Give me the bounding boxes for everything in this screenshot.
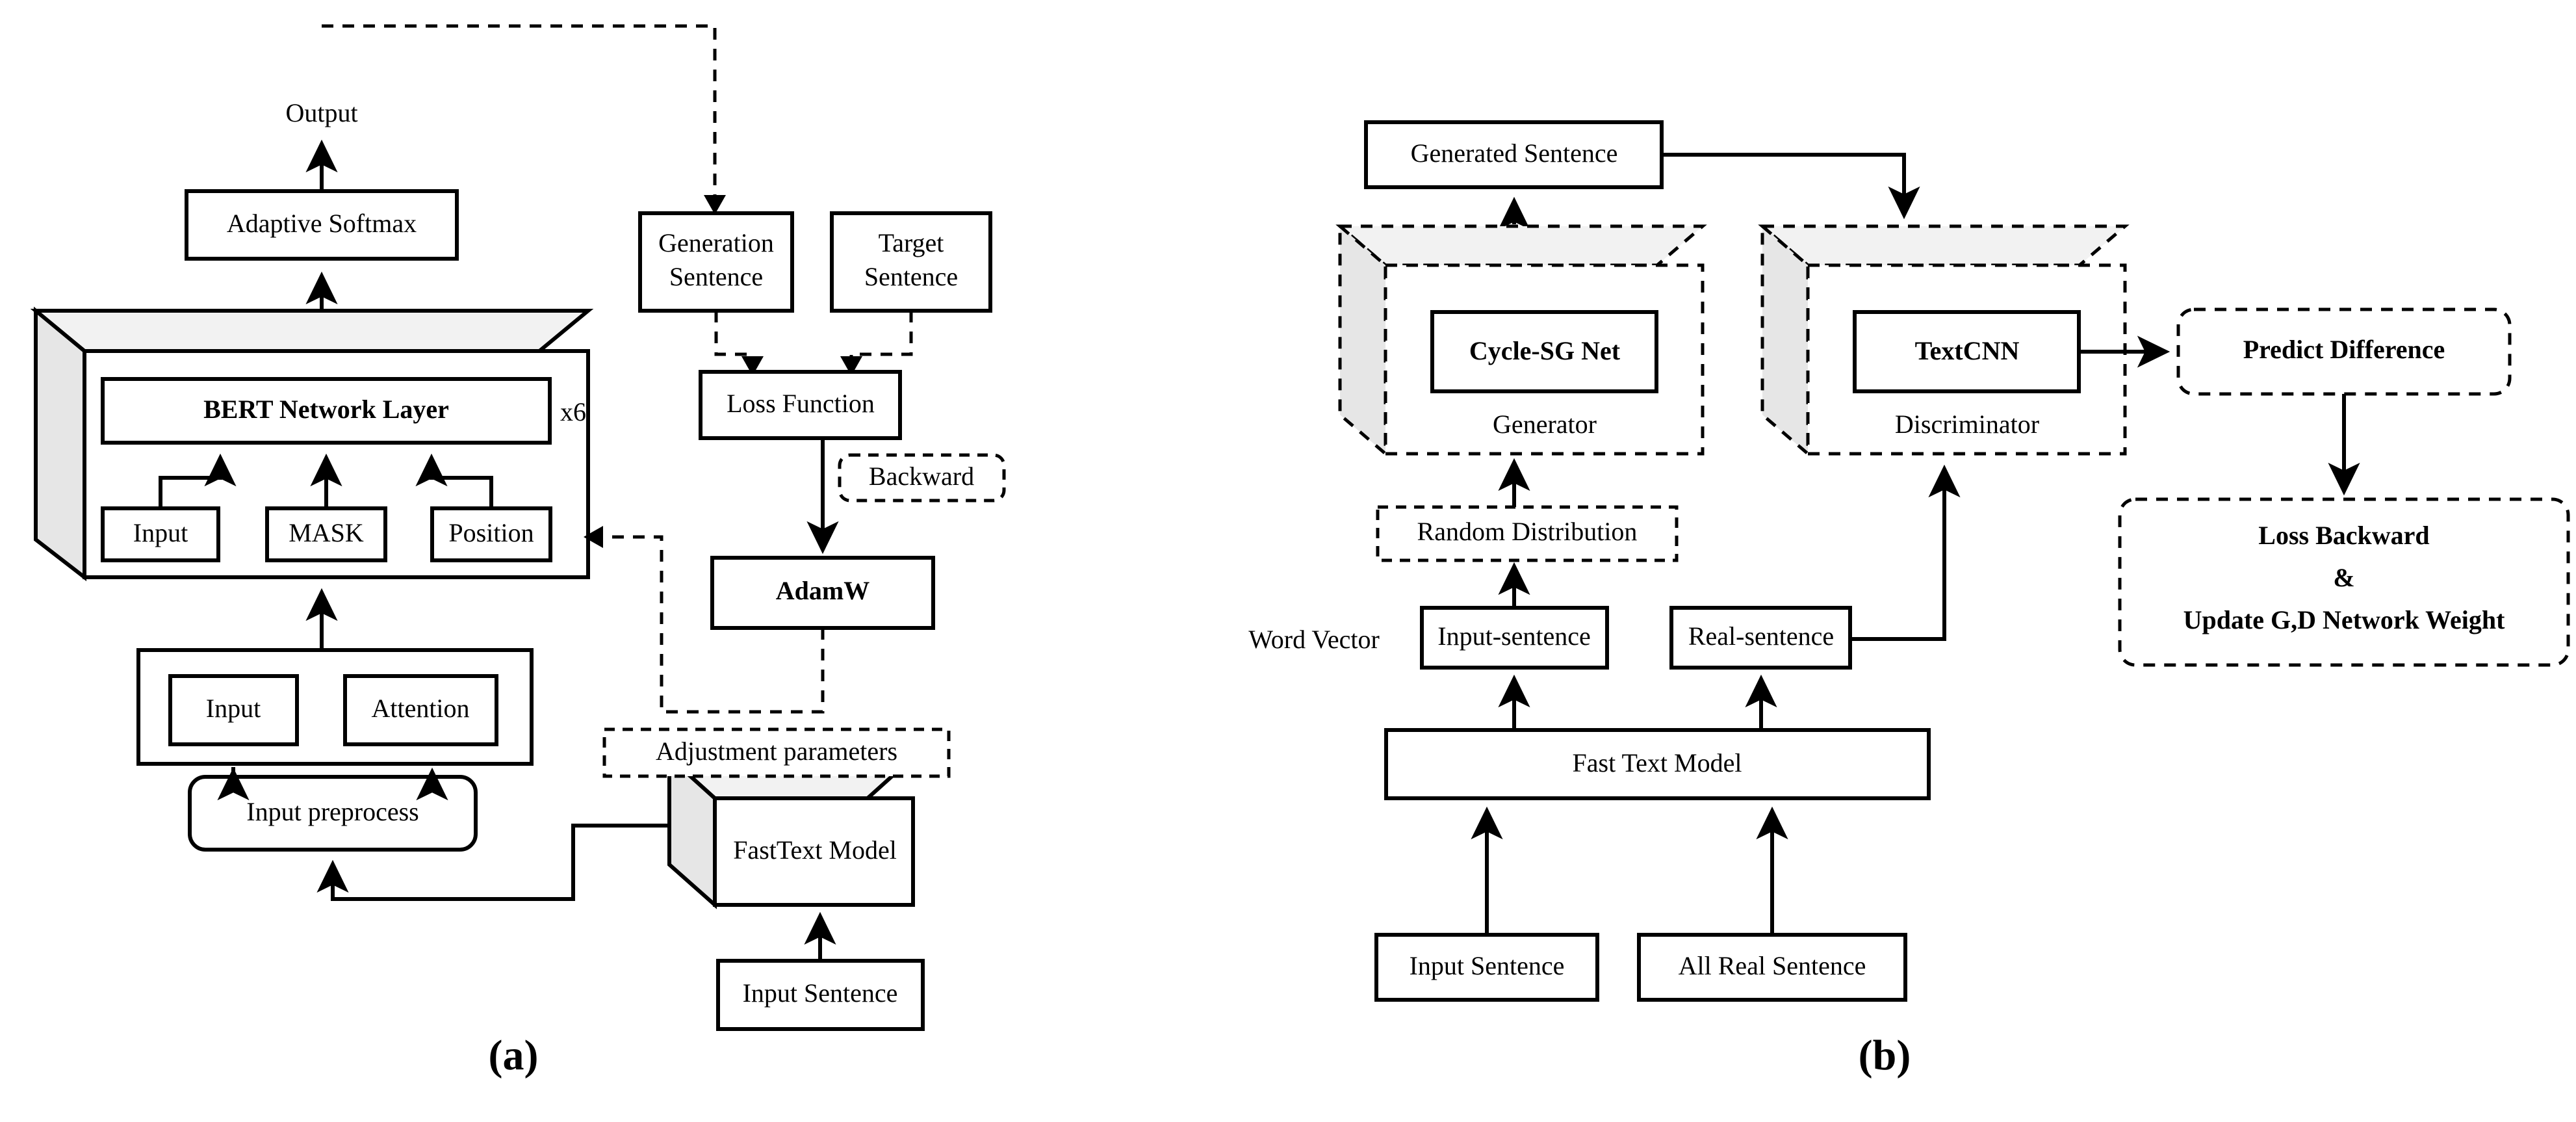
box-fast-text-model[interactable]: [1384, 728, 1931, 800]
box-bert-network-layer[interactable]: [101, 377, 552, 445]
label-backward: Backward: [869, 462, 974, 491]
label-bert-network-layer: BERT Network Layer: [203, 395, 449, 424]
edge-position-to-bert: [415, 453, 493, 508]
box-input-sentence-vector[interactable]: [1420, 606, 1609, 670]
label-bert-position: Position: [448, 518, 534, 547]
edge-real-sentence-to-discriminator: [1850, 464, 1961, 641]
label-cycle-sg-net: Cycle-SG Net: [1469, 336, 1621, 365]
label-word-vector: Word Vector: [1248, 625, 1380, 654]
edge-generated-to-discriminator: [1662, 153, 1920, 220]
caption-a: (a): [489, 1032, 539, 1079]
box-adjustment-parameters[interactable]: [602, 727, 951, 778]
label-output: Output: [285, 98, 357, 127]
bert-3d-top-face: [30, 309, 594, 353]
box-loss-backward[interactable]: [2118, 497, 2570, 667]
label-input-sentence-b: Input Sentence: [1410, 951, 1565, 980]
generator-3d-top-face: [1335, 224, 1707, 267]
label-adaptive-softmax: Adaptive Softmax: [227, 209, 417, 238]
label-bert-input: Input: [133, 518, 188, 547]
box-generation-sentence[interactable]: [638, 211, 794, 313]
label-repeat-count: x6: [560, 397, 586, 426]
box-input-sentence-a[interactable]: [716, 959, 925, 1031]
label-predict-difference: Predict Difference: [2243, 335, 2445, 364]
box-backward[interactable]: [838, 453, 1006, 502]
edge-input-to-bert: [159, 453, 237, 508]
box-bert-input[interactable]: [101, 506, 220, 562]
box-bert-mask[interactable]: [265, 506, 387, 562]
label-real-sentence-vector: Real-sentence: [1688, 621, 1834, 651]
label-all-real-sentence: All Real Sentence: [1679, 951, 1866, 980]
box-adaptive-softmax[interactable]: [185, 189, 459, 261]
box-cycle-sg-net[interactable]: [1430, 310, 1658, 393]
label-input-sentence-vector: Input-sentence: [1437, 621, 1590, 651]
edge-top-feedback-dashed: [322, 24, 717, 207]
edge-adamw-feedback-arrowhead: [584, 526, 603, 548]
box-pre-attention[interactable]: [343, 674, 498, 746]
box-pre-input[interactable]: [168, 674, 299, 746]
generator-3d-left-face: [1338, 222, 1387, 458]
label-pre-attention: Attention: [371, 694, 469, 723]
bert-3d-left-face: [34, 306, 86, 582]
label-loss-backward-line1: Loss Backward: [2258, 521, 2429, 550]
box-loss-function[interactable]: [699, 370, 902, 440]
label-generated-sentence: Generated Sentence: [1411, 138, 1618, 168]
box-all-real-sentence[interactable]: [1637, 933, 1907, 1002]
diagram-b: Generated Sentence Cycle-SG Net Generato…: [1248, 120, 2570, 1079]
label-input-preprocess: Input preprocess: [246, 797, 419, 826]
label-random-distribution: Random Distribution: [1417, 517, 1638, 546]
label-discriminator: Discriminator: [1895, 410, 2039, 439]
box-bert-position[interactable]: [430, 506, 552, 562]
discriminator-3d-top-face: [1758, 224, 2130, 267]
label-generation-sentence-line1: Generation: [658, 228, 774, 257]
edge-adamw-feedback-dashed: [606, 535, 825, 714]
box-adamw[interactable]: [710, 556, 935, 630]
label-fast-text-model: Fast Text Model: [1573, 748, 1742, 777]
label-loss-backward-line3: Update G,D Network Weight: [2183, 605, 2505, 634]
label-adamw: AdamW: [776, 576, 869, 605]
box-input-preprocess[interactable]: [188, 775, 478, 852]
diagram-a: Output Adaptive Softmax BERT Network Lay…: [30, 24, 1006, 1079]
label-generator: Generator: [1493, 410, 1597, 439]
label-bert-mask: MASK: [289, 518, 364, 547]
label-loss-backward-line2: &: [2333, 563, 2354, 592]
edge-generation-to-loss-arrowhead: [741, 356, 764, 376]
fasttext-3d-front-face[interactable]: [713, 796, 915, 907]
label-generation-sentence-line2: Sentence: [669, 262, 763, 291]
label-adjustment-parameters: Adjustment parameters: [656, 737, 897, 766]
caption-b: (b): [1859, 1032, 1911, 1079]
box-textcnn[interactable]: [1853, 310, 2081, 393]
edge-top-feedback-arrowhead: [704, 195, 726, 215]
edge-target-to-loss-arrowhead: [840, 356, 862, 376]
label-fasttext-model: FastText Model: [733, 835, 897, 865]
box-input-sentence-b[interactable]: [1374, 933, 1599, 1002]
discriminator-3d-left-face: [1760, 222, 1810, 458]
box-real-sentence-vector[interactable]: [1669, 606, 1852, 670]
label-target-sentence-line2: Sentence: [864, 262, 958, 291]
label-pre-input: Input: [206, 694, 261, 723]
label-input-sentence-a: Input Sentence: [743, 978, 898, 1008]
label-textcnn: TextCNN: [1915, 336, 2020, 365]
box-random-distribution[interactable]: [1376, 505, 1679, 562]
edge-fasttext-to-input-preprocess: [316, 824, 669, 901]
label-loss-function: Loss Function: [727, 389, 875, 418]
label-target-sentence-line1: Target: [879, 228, 944, 257]
